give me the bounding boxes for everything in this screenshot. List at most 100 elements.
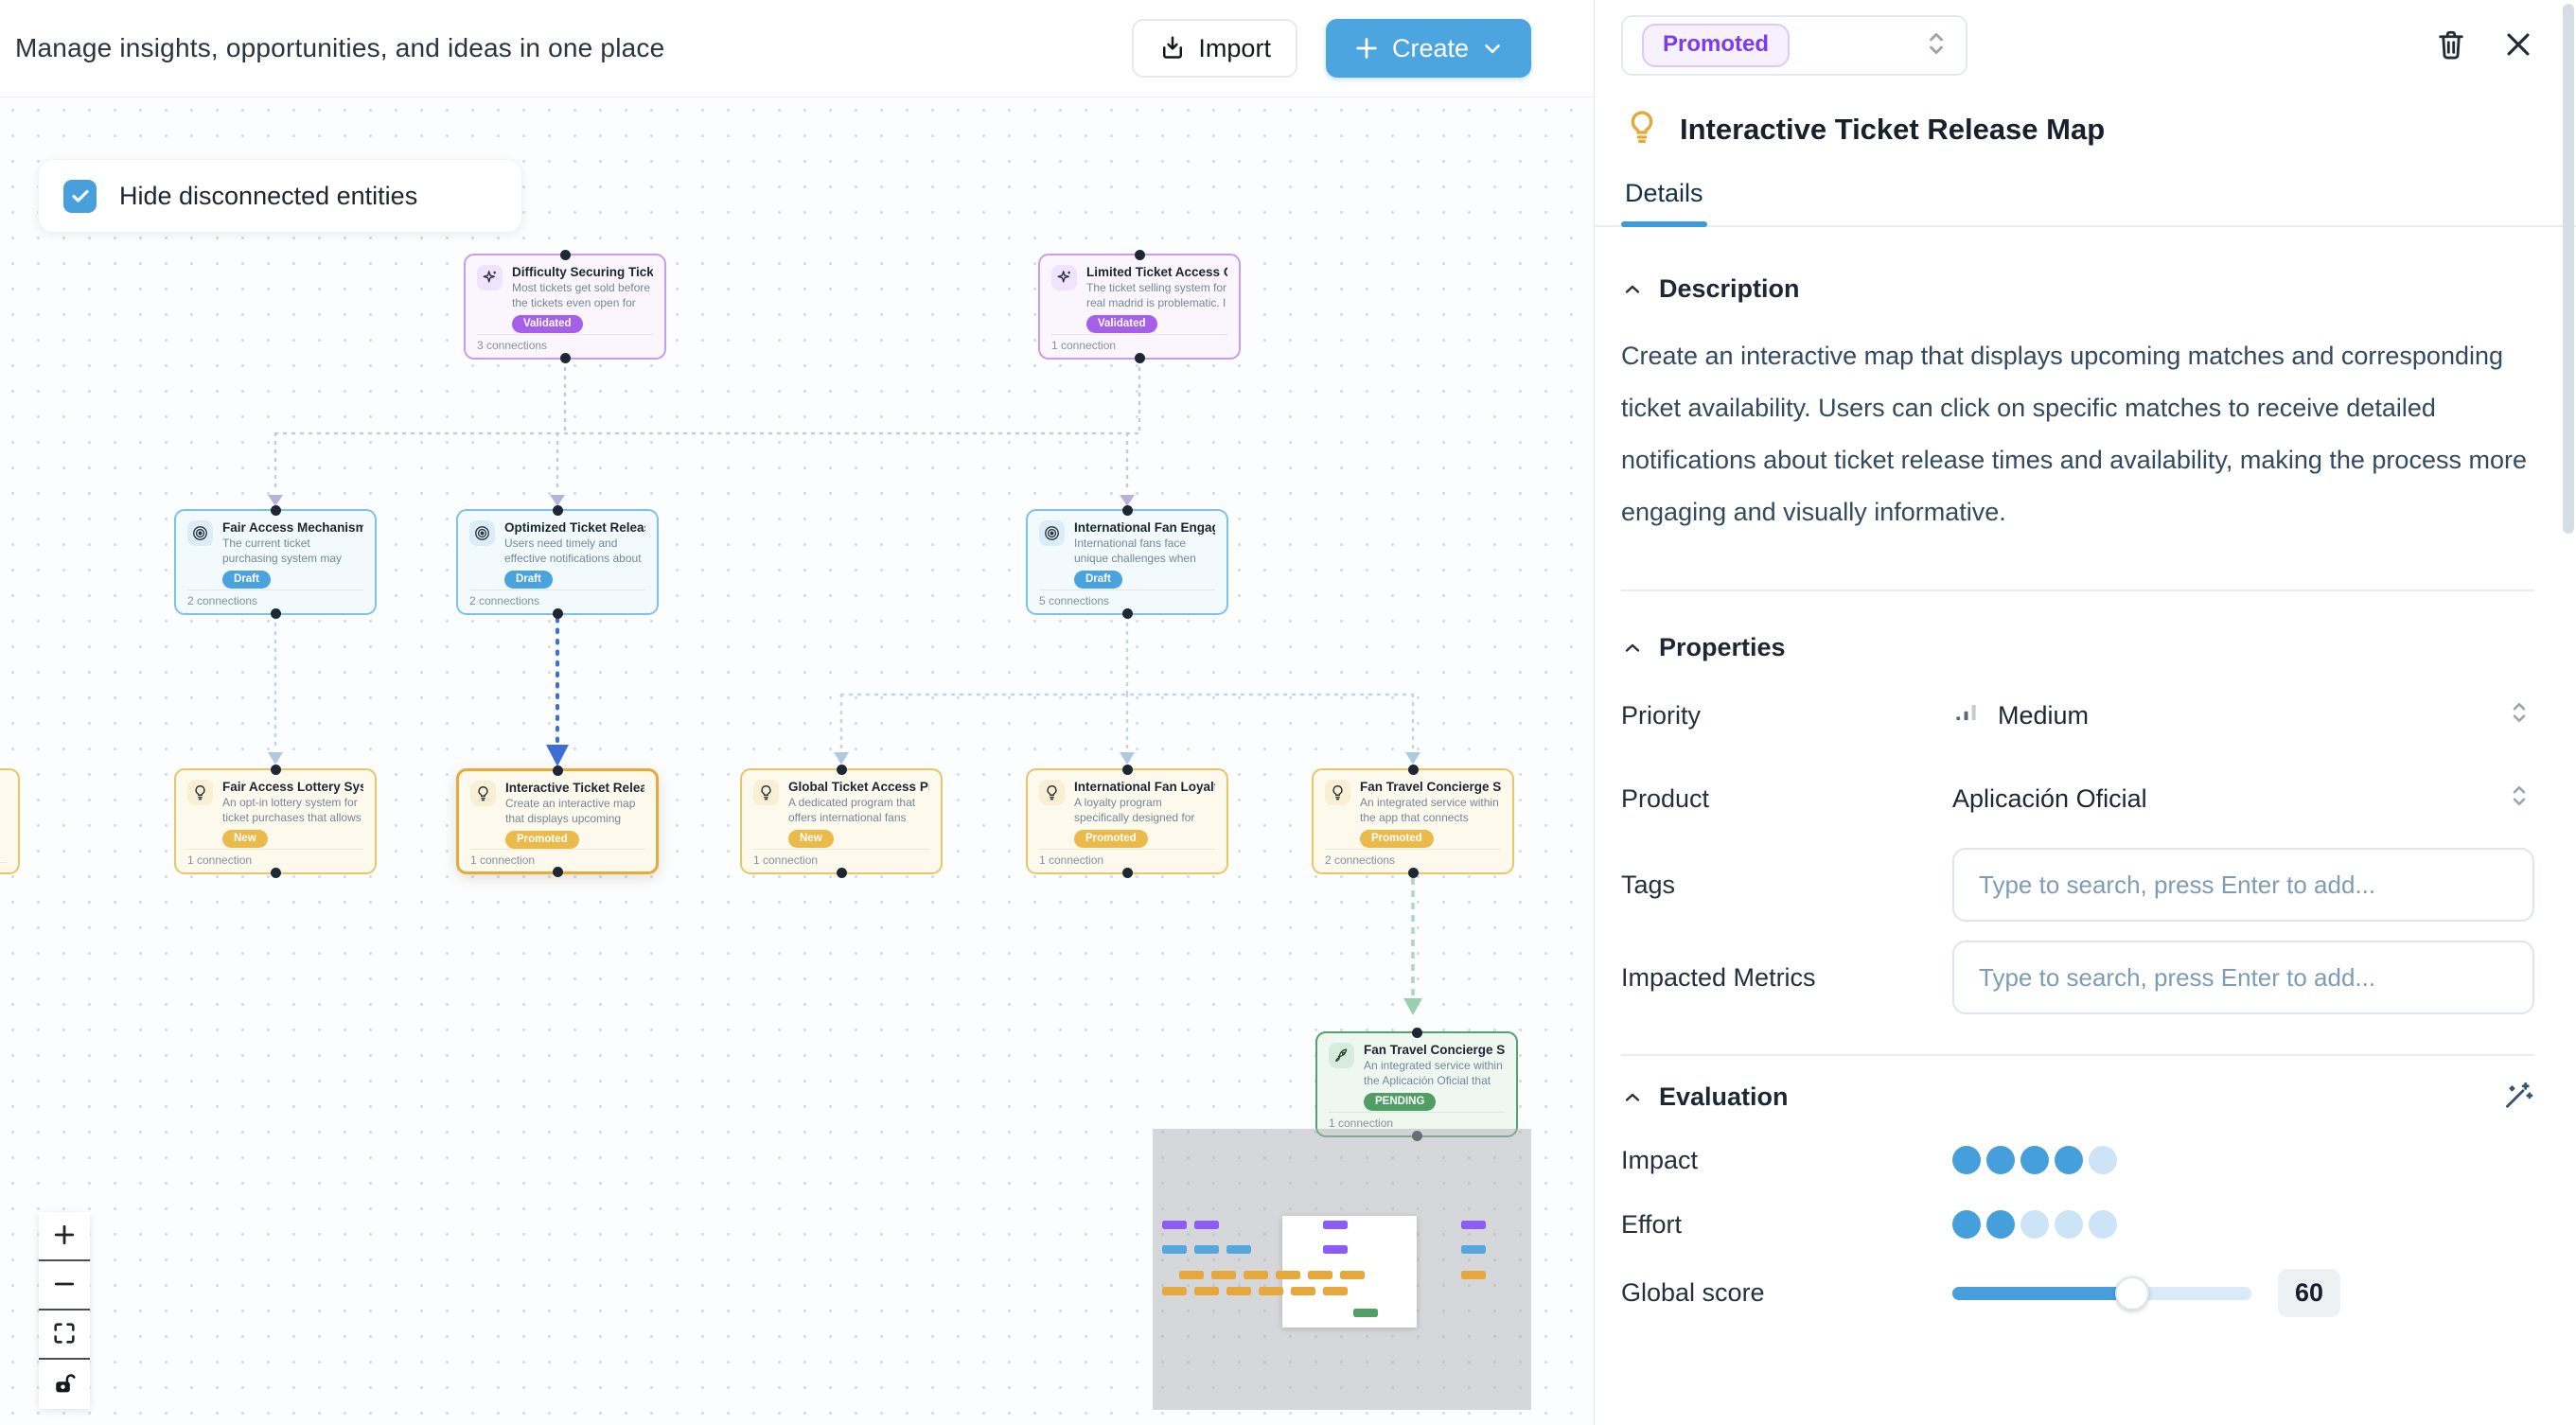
impact-dot[interactable] [1952,1146,1981,1174]
lightbulb-icon [195,785,205,800]
scrollbar-thumb[interactable] [2563,4,2574,534]
effort-dot[interactable] [1952,1210,1981,1239]
product-select[interactable]: Aplicación Oficial [1952,781,2534,818]
minimap-node [1226,1287,1251,1295]
global-score-value: 60 [2278,1269,2341,1317]
effort-rating[interactable] [1952,1210,2117,1239]
node-connections [0,862,7,867]
node-icon-box [1039,780,1065,805]
minimap-node [1323,1287,1348,1295]
minimap-node [1323,1221,1348,1229]
import-label: Import [1198,33,1271,62]
impact-rating[interactable] [1952,1146,2117,1174]
minimap-node [1211,1271,1236,1279]
plus-icon [51,1222,78,1251]
zoom-in-button[interactable] [39,1212,90,1261]
minimap-node [1259,1287,1283,1295]
graph-node[interactable]: Interactive Ticket Release ... Create an… [456,765,659,877]
node-description: A dedicated program that offers internat… [788,796,916,824]
effort-dot[interactable] [1986,1210,2015,1239]
minimap-node [1162,1287,1187,1295]
status-select[interactable]: Promoted [1621,15,1967,76]
graph-node[interactable]: Fan Travel Concierge Service An integrat… [1312,765,1514,878]
graph-node[interactable]: Difficulty Securing Tickets ... Most tic… [464,250,666,363]
canvas-header: Manage insights, opportunities, and idea… [0,0,1594,97]
minimap-node [1226,1245,1251,1254]
node-description: International fans face unique challenge… [1074,537,1196,565]
node-title: International Fan Loyalty R... [1074,780,1215,794]
minimap-node [1162,1221,1187,1229]
node-description: Users need timely and effective notifica… [504,537,642,565]
impact-dot[interactable] [2020,1146,2049,1174]
lock-button[interactable] [39,1360,90,1409]
priority-select[interactable]: Medium [1952,697,2534,734]
chevron-up-icon[interactable] [1621,637,1644,660]
ai-evaluate-button[interactable] [2500,1079,2534,1116]
graph-canvas[interactable]: Hide disconnected entities [0,97,1594,1425]
slider-fill [1952,1286,2132,1300]
lightbulb-icon [478,786,488,801]
checkbox-checked-icon[interactable] [63,179,97,213]
graph-node[interactable]: International Fan Engagem... Internation… [1026,505,1228,619]
node-icon-box [1039,520,1065,546]
node-icon-box [469,520,495,546]
priority-label: Priority [1621,700,1702,730]
divider [1621,589,2534,591]
panel-scrollbar[interactable] [2563,0,2574,1425]
graph-node[interactable]: Fair Access Lottery System An opt-in lot… [174,765,377,878]
tab-details[interactable]: Details [1621,179,1707,227]
impacted-metrics-input[interactable] [1952,941,2534,1014]
tags-input[interactable] [1952,848,2534,922]
hide-disconnected-toggle[interactable]: Hide disconnected entities [38,159,522,233]
header-actions: Import Create [1132,19,1531,78]
node-description: The current ticket purchasing system may… [222,537,343,565]
global-score-slider[interactable] [1952,1275,2251,1311]
effort-dot[interactable] [2055,1210,2083,1239]
description-text: Create an interactive map that displays … [1621,342,2527,526]
graph-node[interactable]: International Fan Loyalty R... A loyalty… [1026,765,1228,878]
node-icon-box [1325,780,1350,805]
minimap-node [1244,1271,1268,1279]
lightbulb-icon [761,785,771,800]
divider [1621,1054,2534,1056]
node-title: Limited Ticket Access Caus... [1086,265,1227,279]
effort-dot[interactable] [2020,1210,2049,1239]
node-description: An opt-in lottery system for ticket purc… [222,796,362,824]
status-badge: Promoted [1642,24,1791,67]
create-label: Create [1391,33,1469,62]
import-icon [1158,34,1187,62]
product-value: Aplicación Oficial [1952,783,2147,813]
create-button[interactable]: Create [1325,19,1531,78]
graph-node[interactable]: Fair Access Mechanism for ... The curren… [174,505,377,619]
graph-edges [268,358,1422,1015]
delete-button[interactable] [2434,27,2468,64]
idea-lightbulb-icon [1623,108,1661,150]
impact-dot[interactable] [2055,1146,2083,1174]
node-connections: 1 connection [470,849,644,867]
fit-view-button[interactable] [39,1311,90,1360]
node-icon-box [477,265,503,290]
evaluation-section-header: Evaluation [1621,1079,2534,1116]
slider-knob[interactable] [2114,1275,2149,1311]
chevron-up-icon[interactable] [1621,1086,1644,1109]
graph-node[interactable]: Optimized Ticket Release ... Users need … [456,505,659,619]
chevron-updown-icon [1926,27,1947,64]
node-title: International Fan Engagem... [1074,520,1215,535]
node-status-badge: PENDING [1364,1093,1437,1111]
details-panel: Promoted Interactive Ticket Release Map … [1594,0,2576,1425]
graph-node[interactable]: Fan Travel Concierge Service An integrat… [1315,1028,1518,1141]
zoom-out-button[interactable] [39,1261,90,1311]
graph-node[interactable]: Global Ticket Access Program A dedicated… [740,765,943,878]
import-button[interactable]: Import [1132,19,1297,78]
impact-dot[interactable] [1986,1146,2015,1174]
node-connections: 1 connection [1051,334,1227,352]
effort-dot[interactable] [2089,1210,2117,1239]
graph-node[interactable] [0,768,20,874]
impact-dot[interactable] [2089,1146,2117,1174]
close-button[interactable] [2502,28,2534,63]
minus-icon [51,1271,78,1300]
graph-node[interactable]: Limited Ticket Access Caus... The ticket… [1038,250,1241,363]
chevron-up-icon[interactable] [1621,278,1644,301]
minimap[interactable] [1153,1129,1531,1410]
lightbulb-icon [1047,785,1057,800]
